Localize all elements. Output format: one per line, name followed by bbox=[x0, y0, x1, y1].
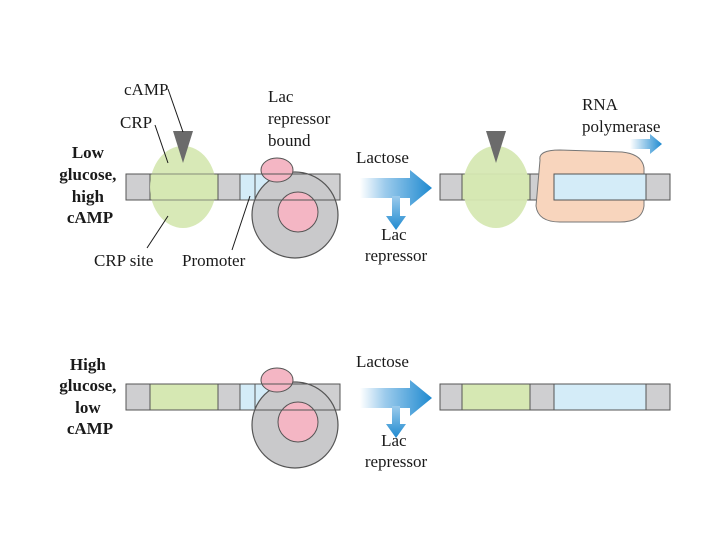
label-line: bound bbox=[268, 131, 311, 150]
condition-line: glucose, bbox=[59, 165, 116, 184]
repressor-subunit bbox=[260, 367, 294, 393]
label-line: Lac bbox=[268, 87, 294, 106]
lactose-arrow-bottom bbox=[360, 380, 432, 438]
arrow-right-icon bbox=[360, 170, 432, 206]
bottom-row bbox=[125, 367, 671, 469]
transcription-arrow-icon bbox=[630, 134, 662, 154]
arrow-down-icon bbox=[386, 406, 406, 438]
label-line: repressor bbox=[268, 109, 331, 128]
crp-label: CRP bbox=[120, 113, 152, 132]
repressor-subunit bbox=[277, 191, 319, 233]
arrow-right-icon bbox=[360, 380, 432, 416]
crp-site-region bbox=[149, 383, 219, 411]
labels: Low glucose, high cAMP High glucose, low… bbox=[59, 80, 660, 471]
camp-label: cAMP bbox=[124, 80, 168, 99]
label-line: repressor bbox=[365, 452, 428, 471]
lac-repressor-label-bottom: Lac repressor bbox=[365, 431, 428, 471]
condition-line: glucose, bbox=[59, 376, 116, 395]
lac-repressor-bound-bottom bbox=[251, 367, 341, 469]
label-line: Lac bbox=[381, 431, 407, 450]
bottom-right-dna bbox=[439, 383, 671, 411]
condition-line: High bbox=[70, 355, 106, 374]
condition-label-top: Low glucose, high cAMP bbox=[59, 143, 120, 227]
promoter-region bbox=[553, 383, 647, 411]
condition-line: cAMP bbox=[67, 419, 113, 438]
lactose-label-bottom: Lactose bbox=[356, 352, 409, 371]
repressor-subunit bbox=[260, 157, 294, 183]
promoter-region bbox=[553, 173, 647, 201]
lac-repressor-bound bbox=[251, 157, 341, 259]
leader-line bbox=[146, 215, 169, 249]
label-line: repressor bbox=[365, 246, 428, 265]
label-line: polymerase bbox=[582, 117, 660, 136]
lac-repressor-label-top: Lac repressor bbox=[365, 225, 428, 265]
rna-polymerase-label: RNA polymerase bbox=[582, 95, 660, 136]
label-line: RNA bbox=[582, 95, 619, 114]
label-line: Lac bbox=[381, 225, 407, 244]
leader-line bbox=[167, 88, 184, 133]
condition-label-bottom: High glucose, low cAMP bbox=[59, 355, 120, 438]
crp-protein bbox=[150, 146, 216, 228]
promoter-label: Promoter bbox=[182, 251, 246, 270]
leader-line bbox=[154, 124, 169, 164]
repressor-subunit bbox=[277, 401, 319, 443]
top-right-dna bbox=[439, 131, 671, 228]
camp-molecule bbox=[486, 131, 506, 163]
crp-site-region bbox=[461, 383, 531, 411]
condition-line: Low bbox=[72, 143, 105, 162]
camp-molecule bbox=[173, 131, 193, 163]
condition-line: high bbox=[72, 187, 105, 206]
arrow-down-icon bbox=[386, 196, 406, 230]
crp-protein bbox=[463, 146, 529, 228]
leader-line bbox=[231, 195, 251, 251]
lactose-label-top: Lactose bbox=[356, 148, 409, 167]
condition-line: cAMP bbox=[67, 208, 113, 227]
condition-line: low bbox=[75, 398, 101, 417]
lac-repressor-bound-label: Lac repressor bound bbox=[268, 87, 335, 150]
lactose-arrow-top bbox=[360, 170, 432, 230]
crp-site-label: CRP site bbox=[94, 251, 153, 270]
top-row bbox=[125, 88, 671, 259]
